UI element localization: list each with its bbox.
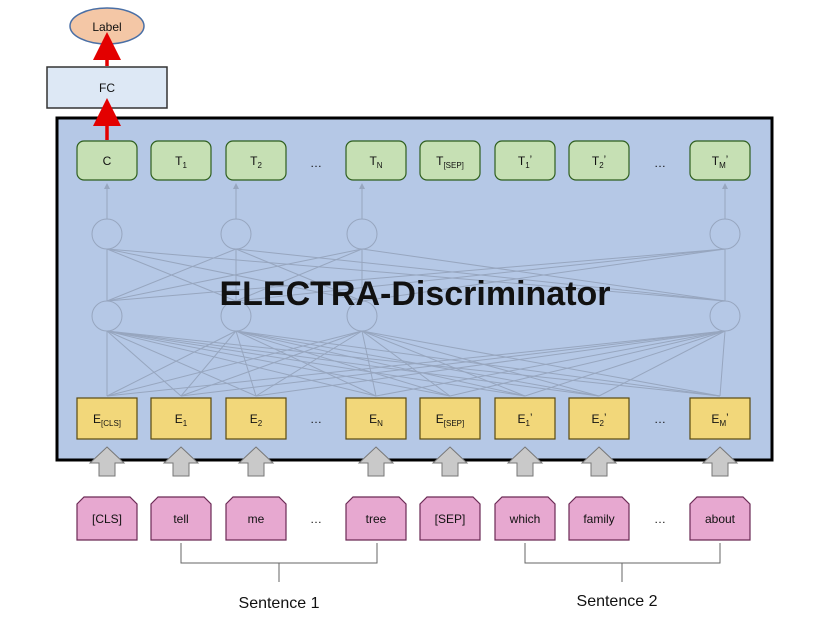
output-node: TN bbox=[345, 140, 407, 181]
input-token: [CLS] bbox=[76, 496, 138, 541]
sentence-2-label: Sentence 2 bbox=[577, 593, 658, 610]
hidden-edge bbox=[235, 330, 377, 397]
output-node: T2 bbox=[225, 140, 287, 181]
hidden-edge bbox=[235, 248, 363, 302]
hidden-edge bbox=[361, 330, 721, 397]
hidden-edge bbox=[106, 330, 600, 397]
model-title: ELECTRA-Discriminator bbox=[219, 275, 610, 313]
input-token: tree bbox=[345, 496, 407, 541]
output-node: TM’ bbox=[689, 140, 751, 181]
input-token-label: [CLS] bbox=[92, 512, 122, 526]
input-token: [SEP] bbox=[419, 496, 481, 541]
label-text: Label bbox=[92, 20, 121, 34]
embedding-node: E1 bbox=[150, 397, 212, 440]
hidden-edge bbox=[235, 248, 726, 302]
input-token: me bbox=[225, 496, 287, 541]
hidden-edge bbox=[106, 330, 257, 397]
sentence-1-bracket bbox=[180, 543, 378, 582]
hidden-edge bbox=[361, 330, 526, 397]
hidden-edge bbox=[180, 330, 726, 397]
ellipsis: … bbox=[654, 412, 666, 426]
hidden-edge bbox=[106, 248, 726, 302]
hidden-edge bbox=[180, 330, 363, 397]
embedding-node: E2 bbox=[225, 397, 287, 440]
input-token-label: about bbox=[705, 512, 736, 526]
input-up-arrow bbox=[237, 446, 275, 477]
output-label: C bbox=[103, 154, 112, 168]
input-up-arrow bbox=[506, 446, 544, 477]
input-up-arrow bbox=[580, 446, 618, 477]
hidden-layer-network bbox=[91, 183, 741, 397]
hidden-edge bbox=[106, 330, 237, 397]
hidden-edge bbox=[449, 330, 726, 397]
hidden-edge bbox=[719, 330, 726, 397]
embedding-node: EM’ bbox=[689, 397, 751, 440]
hidden-edge bbox=[106, 330, 182, 397]
embedding-row: E[CLS] E1 E2 EN E[SEP] E1’ E2’ EM’ bbox=[76, 397, 751, 440]
input-up-arrow bbox=[88, 446, 126, 477]
hidden-edge bbox=[180, 330, 237, 397]
ellipsis: … bbox=[310, 512, 322, 526]
output-node: T1’ bbox=[494, 140, 556, 181]
hidden-edge bbox=[361, 330, 377, 397]
label-node: Label bbox=[69, 7, 145, 45]
hidden-edge bbox=[255, 330, 726, 397]
embedding-node: E2’ bbox=[568, 397, 630, 440]
input-token: family bbox=[568, 496, 630, 541]
hidden-edge bbox=[235, 330, 721, 397]
output-token-row: C T1 T2 TN T[SEP] T1’ T2’ TM’ bbox=[76, 140, 751, 181]
hidden-edge bbox=[235, 330, 526, 397]
hidden-edge bbox=[361, 330, 451, 397]
output-node: C bbox=[76, 140, 138, 181]
fc-text: FC bbox=[99, 81, 115, 95]
embedding-node: E[SEP] bbox=[419, 397, 481, 440]
ellipsis: … bbox=[310, 412, 322, 426]
hidden-edge bbox=[361, 248, 726, 302]
input-up-arrow bbox=[431, 446, 469, 477]
ellipsis: … bbox=[654, 156, 666, 170]
embedding-node: E1’ bbox=[494, 397, 556, 440]
fc-node: FC bbox=[46, 66, 168, 109]
output-node: T[SEP] bbox=[419, 140, 481, 181]
embedding-node: E[CLS] bbox=[76, 397, 138, 440]
hidden-edge bbox=[106, 330, 377, 397]
hidden-edge bbox=[106, 330, 526, 397]
input-token-label: family bbox=[583, 512, 614, 526]
hidden-edge bbox=[235, 330, 257, 397]
hidden-edge bbox=[106, 248, 237, 302]
sentence-2-bracket bbox=[524, 543, 721, 582]
embedding-node: EN bbox=[345, 397, 407, 440]
input-token-label: which bbox=[509, 512, 541, 526]
input-up-arrow bbox=[701, 446, 739, 477]
input-up-arrow bbox=[162, 446, 200, 477]
ellipsis: … bbox=[310, 156, 322, 170]
input-up-arrow bbox=[357, 446, 395, 477]
input-token: which bbox=[494, 496, 556, 541]
input-token: tell bbox=[150, 496, 212, 541]
hidden-edge bbox=[106, 248, 363, 302]
ellipsis: … bbox=[654, 512, 666, 526]
hidden-edge bbox=[106, 330, 451, 397]
output-node: T2’ bbox=[568, 140, 630, 181]
hidden-edge bbox=[375, 330, 726, 397]
input-token-row: [CLS] tell me tree [SEP] which family about bbox=[76, 496, 751, 541]
sentence-1-label: Sentence 1 bbox=[239, 595, 320, 612]
hidden-edge bbox=[255, 330, 363, 397]
input-token-label: tell bbox=[173, 512, 188, 526]
ellipsis-markers: … … … … … … bbox=[310, 156, 666, 526]
output-node: T1 bbox=[150, 140, 212, 181]
input-token-label: tree bbox=[366, 512, 387, 526]
input-token-label: me bbox=[248, 512, 265, 526]
hidden-edge bbox=[106, 330, 721, 397]
input-token: about bbox=[689, 496, 751, 541]
hidden-edge bbox=[235, 330, 451, 397]
input-arrow-row bbox=[88, 446, 739, 477]
input-token-label: [SEP] bbox=[435, 512, 466, 526]
